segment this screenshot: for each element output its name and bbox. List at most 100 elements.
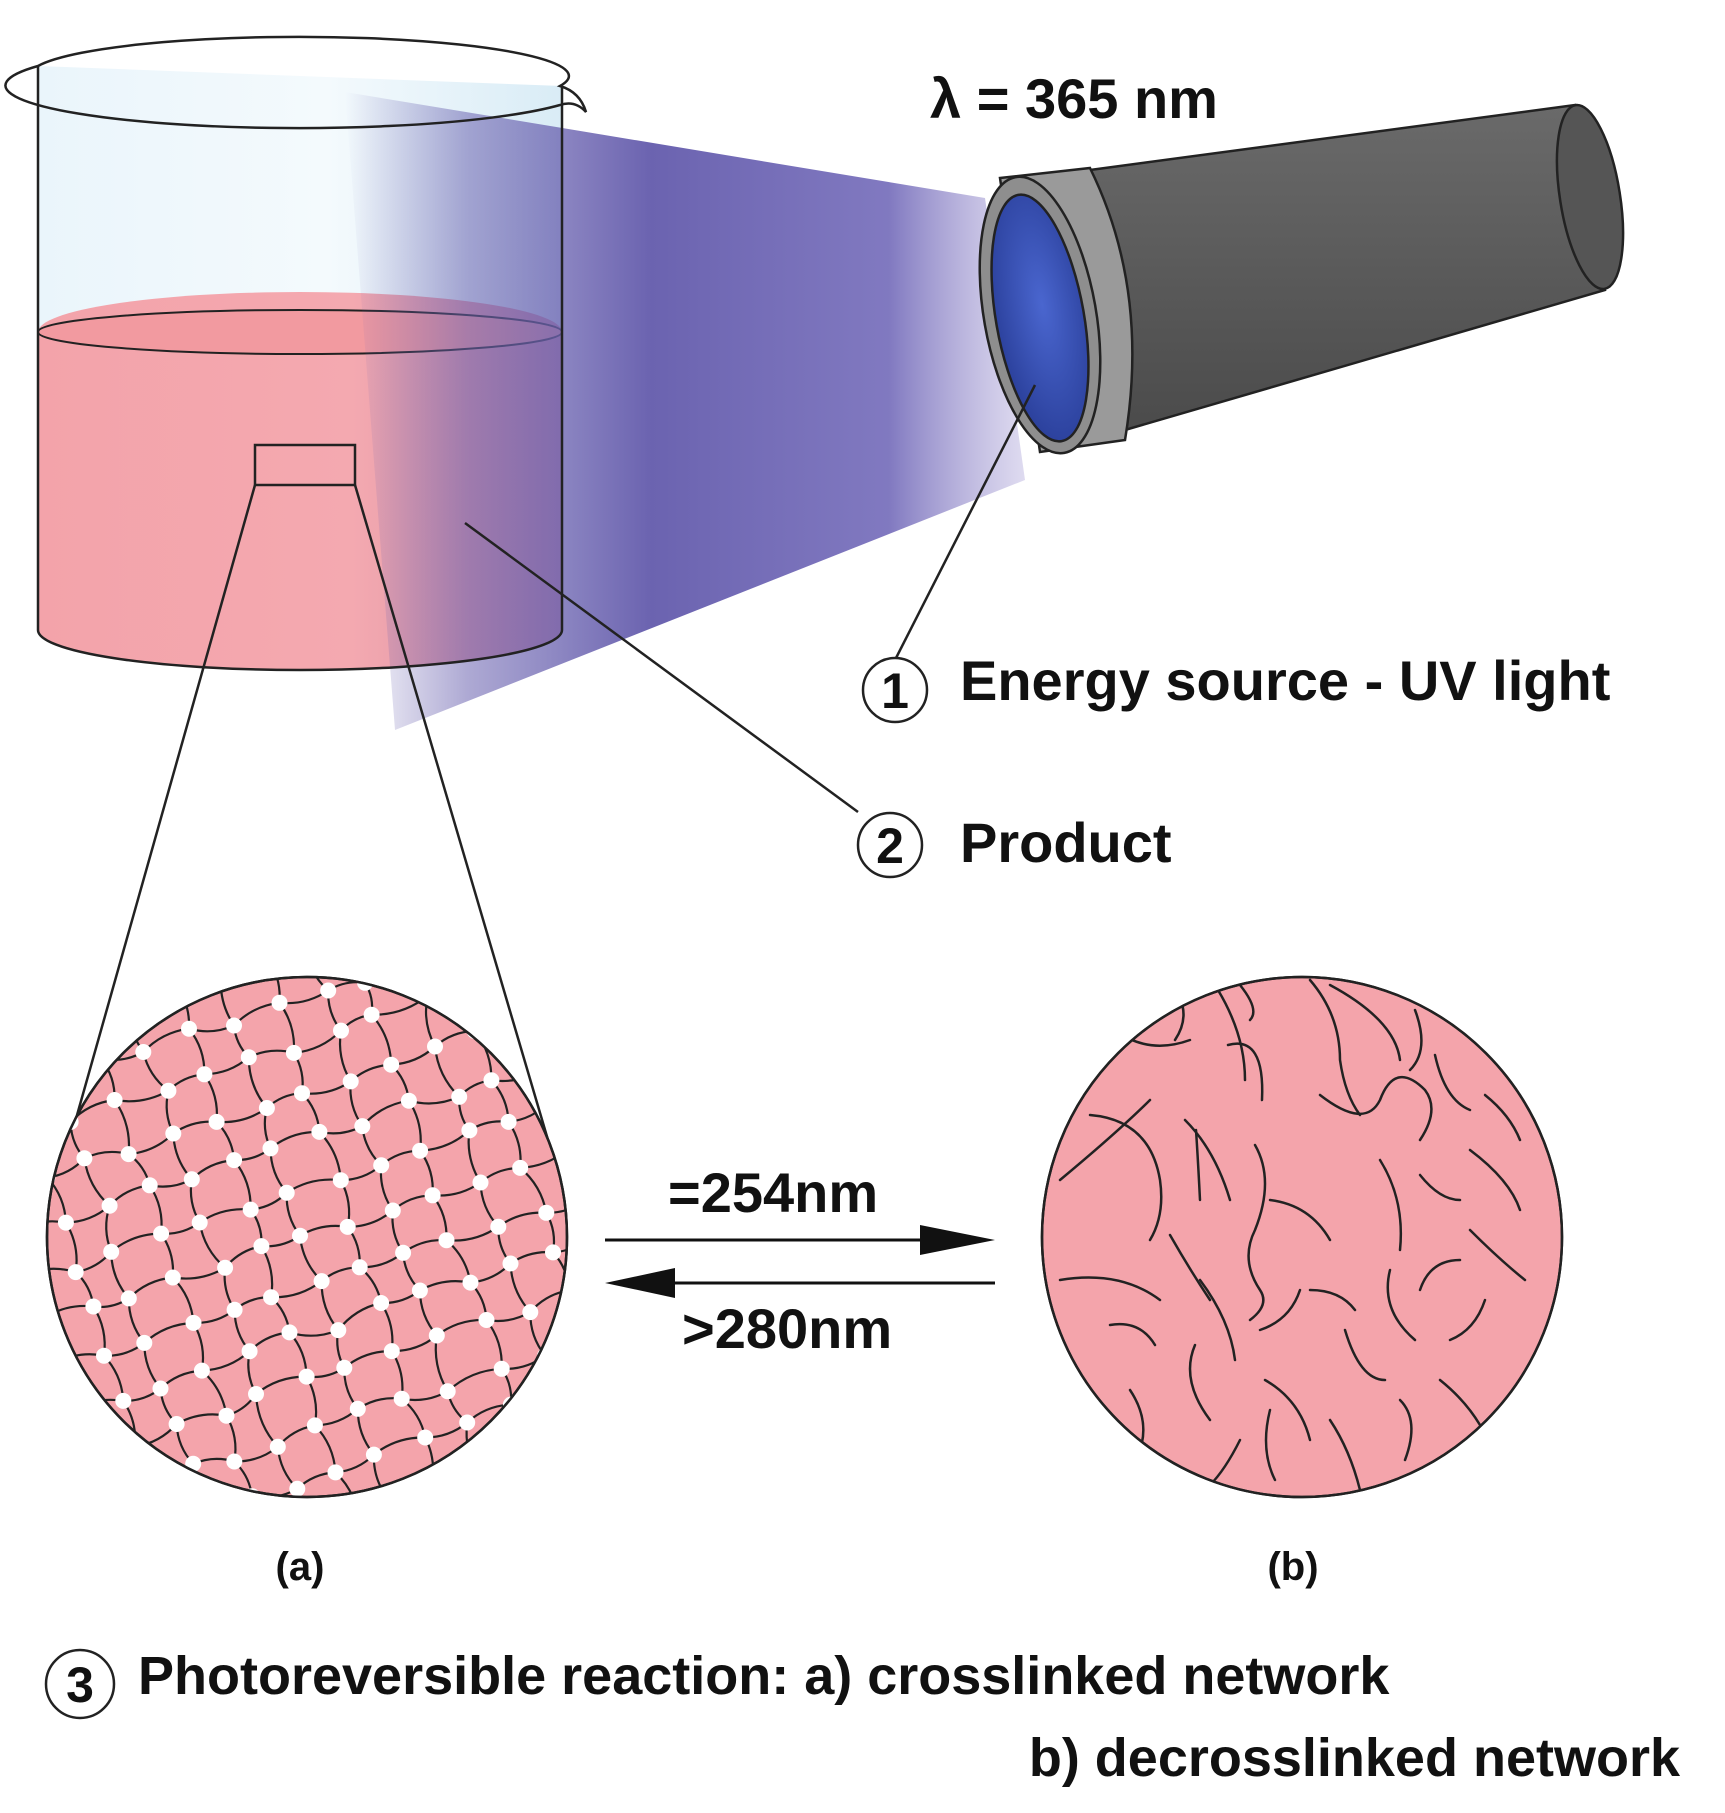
polymer-strand xyxy=(556,1528,597,1546)
crosslink-node xyxy=(359,818,375,834)
polymer-strand xyxy=(451,1529,462,1578)
crosslink-node xyxy=(296,937,312,953)
polymer-strand xyxy=(47,1317,58,1364)
polymer-strand xyxy=(596,1089,612,1128)
crosslink-node xyxy=(32,1604,48,1620)
crosslink-node xyxy=(678,1486,694,1502)
callout-number-badge-2 xyxy=(856,811,924,879)
crosslink-node xyxy=(453,1570,469,1586)
crosslink-node xyxy=(285,1044,302,1061)
crosslink-node xyxy=(512,1159,529,1176)
callout-1: 1 Energy source - UV light xyxy=(861,649,1610,724)
crosslink-node xyxy=(550,950,566,966)
crosslink-node xyxy=(119,851,135,867)
crosslink-node xyxy=(196,1066,213,1083)
crosslink-node xyxy=(122,998,139,1015)
crosslink-node xyxy=(8,1082,24,1098)
crosslink-node xyxy=(320,982,337,999)
crosslink-node xyxy=(740,1377,756,1393)
polymer-strand xyxy=(509,1404,522,1456)
polymer-strand xyxy=(669,1015,685,1062)
polymer-strand xyxy=(388,1498,403,1543)
polymer-strand xyxy=(605,1413,656,1425)
polymer-strand xyxy=(695,1249,708,1295)
crosslink-node xyxy=(87,1742,103,1758)
crosslink-node xyxy=(98,1640,114,1656)
crosslink-node xyxy=(184,1605,200,1621)
polymer-strand xyxy=(47,1459,84,1476)
flashlight-body xyxy=(1088,103,1607,432)
polymer-strand xyxy=(501,934,516,967)
polymer-strand xyxy=(60,1057,102,1073)
polymer-strand xyxy=(541,908,580,918)
polymer-strand xyxy=(192,1598,227,1613)
crosslink-node xyxy=(694,1383,710,1399)
polymer-strand xyxy=(541,1503,557,1546)
crosslink-node xyxy=(141,1479,158,1496)
polymer-strand xyxy=(639,1222,660,1271)
crosslink-node xyxy=(208,1113,225,1130)
callout-2: 2 Product xyxy=(856,811,1172,879)
polymer-strand xyxy=(64,1508,69,1554)
crosslink-node xyxy=(140,901,156,917)
crosslink-node xyxy=(350,1544,366,1560)
crosslink-node xyxy=(441,934,457,950)
polymer-strand xyxy=(227,1598,247,1641)
crosslink-node xyxy=(2,938,18,954)
polymer-strand xyxy=(810,1455,828,1502)
crosslink-node xyxy=(106,1092,123,1108)
polymer-strand xyxy=(286,861,298,897)
crosslink-node xyxy=(466,838,482,854)
polymer-strand xyxy=(623,1307,665,1331)
polymer-strand xyxy=(298,881,337,897)
crosslink-node xyxy=(194,1505,210,1521)
crosslink-node xyxy=(581,1330,597,1346)
crosslink-node xyxy=(332,1172,349,1189)
polymer-strand xyxy=(671,1450,687,1494)
zoom-inset-box xyxy=(253,443,357,487)
crosslink-node xyxy=(66,977,83,984)
polymer-strand xyxy=(482,879,526,893)
polymer-strand xyxy=(304,930,343,946)
crosslink-node xyxy=(226,1152,243,1169)
panel-b-label: (b) xyxy=(1267,1545,1318,1589)
polymer-strand xyxy=(493,1518,511,1556)
crosslink-node xyxy=(96,1347,112,1364)
polymer-strand xyxy=(56,916,111,936)
crosslink-node xyxy=(306,1417,323,1434)
crosslink-node xyxy=(419,987,436,1004)
polymer-strand xyxy=(73,977,94,1012)
polymer-strand xyxy=(660,1249,696,1271)
polymer-strand xyxy=(730,1469,777,1487)
crosslink-node xyxy=(411,1282,428,1299)
crosslink-node xyxy=(451,1088,468,1105)
polymer-strand xyxy=(40,1601,92,1612)
polymer-strand xyxy=(337,870,384,881)
crosslink-node xyxy=(21,1563,37,1579)
polymer-strand xyxy=(117,1522,158,1548)
polymer-strand xyxy=(730,1487,744,1535)
polymer-strand xyxy=(527,879,541,917)
polymer-strand xyxy=(234,861,286,877)
crosslink-node xyxy=(290,889,306,905)
polymer-strand xyxy=(286,848,327,861)
polymer-strand xyxy=(777,1455,810,1469)
crosslink-node xyxy=(150,1514,166,1530)
polymer-strand xyxy=(148,1487,160,1497)
crosslink-node xyxy=(624,1031,640,1047)
callout-number-badge-3 xyxy=(44,1648,116,1720)
polymer-strand xyxy=(110,908,148,916)
polymer-strand xyxy=(55,1362,75,1411)
polymer-strand xyxy=(24,1275,45,1318)
polymer-strand xyxy=(41,869,85,882)
polymer-strand xyxy=(174,977,222,985)
crosslink-node xyxy=(95,1493,112,1497)
polymer-strand xyxy=(686,1485,730,1494)
polymer-strand xyxy=(16,1532,29,1570)
polymer-strand xyxy=(10,935,56,945)
forward-arrowhead xyxy=(920,1225,995,1255)
crosslink-node xyxy=(330,1322,347,1339)
crosslink-node xyxy=(33,874,49,890)
crosslink-node xyxy=(319,840,335,856)
crosslink-node xyxy=(688,1541,704,1557)
